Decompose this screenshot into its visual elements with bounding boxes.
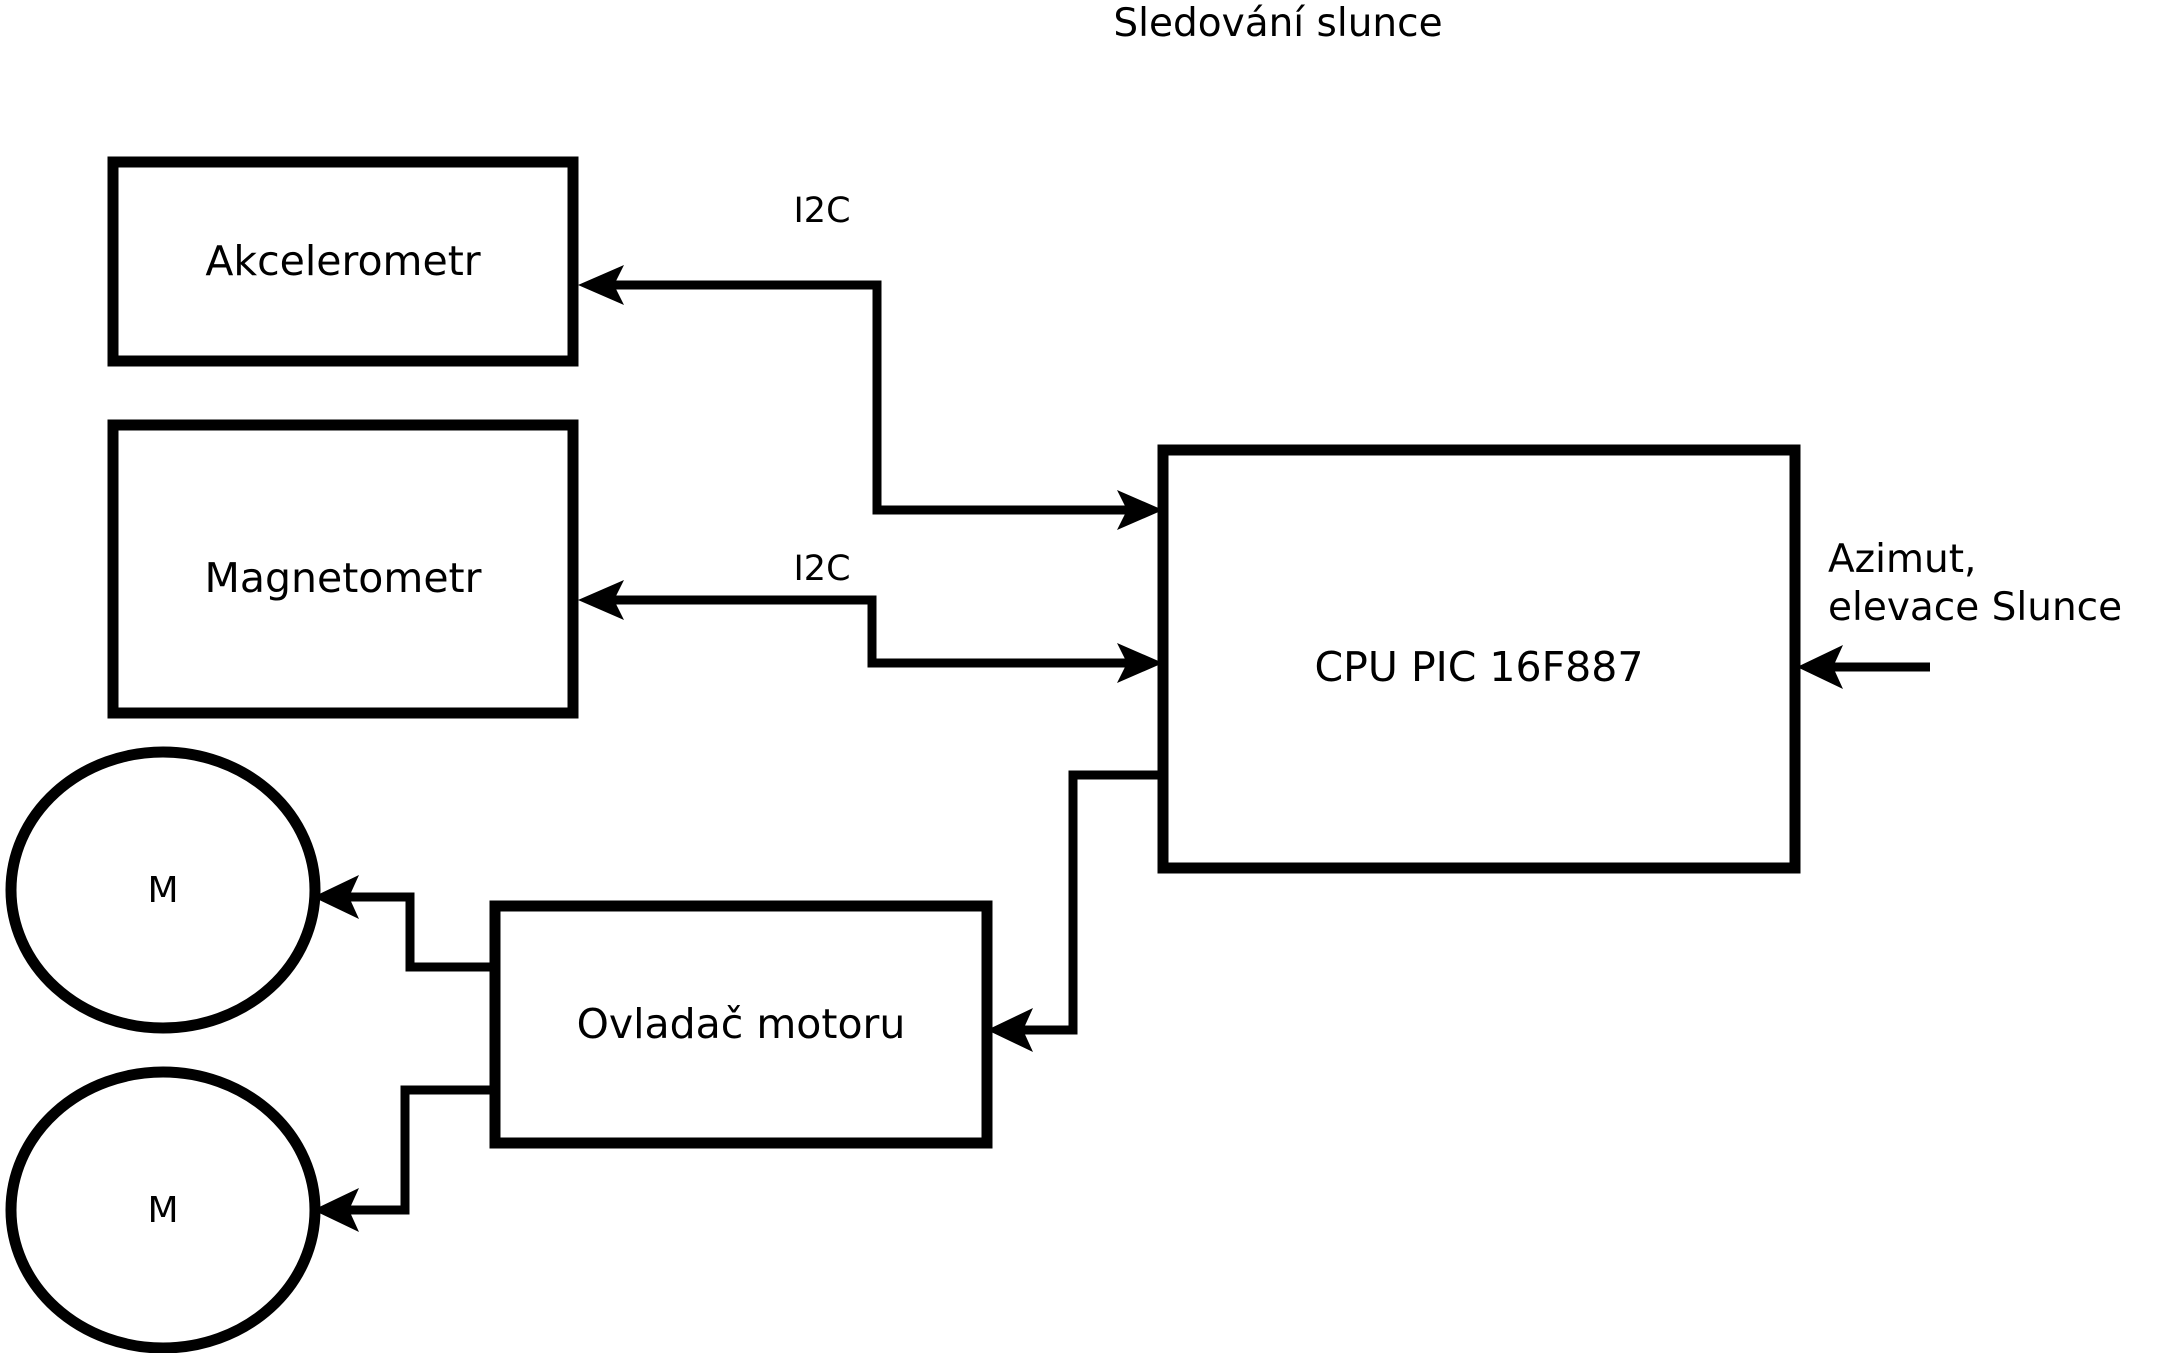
- wire-motor-driver-to-motor-1: [338, 892, 495, 972]
- node-cpu-label: CPU PIC 16F887: [1315, 643, 1644, 691]
- node-cpu[interactable]: [1157, 444, 1801, 874]
- arrowhead-magnetometer-in: [578, 580, 624, 620]
- wire-label-i2c-accelerometer: I2C: [793, 191, 850, 231]
- arrowhead-cpu-in-top: [1117, 490, 1163, 530]
- arrowhead-motor-driver-in: [987, 1008, 1033, 1052]
- node-accelerometer-label: Akcelerometr: [205, 237, 480, 285]
- node-accelerometer[interactable]: [107, 156, 579, 367]
- node-motor-driver[interactable]: [489, 900, 993, 1149]
- wire-motor-driver-to-motor-2: [338, 1085, 495, 1215]
- wire-i2c-accelerometer: [600, 280, 1140, 515]
- external-input-label-line2: elevace Slunce: [1828, 585, 2122, 630]
- arrowhead-motor-1-in: [313, 875, 359, 919]
- node-motor-driver-label: Ovladač motoru: [577, 1000, 906, 1048]
- arrowhead-cpu-in-bottom: [1117, 643, 1163, 683]
- arrowhead-motor-2-in: [313, 1188, 359, 1232]
- node-magnetometer[interactable]: [107, 419, 579, 719]
- arrowhead-cpu-sun-in: [1797, 645, 1843, 689]
- node-motor-1-label: M: [147, 870, 178, 911]
- wire-label-i2c-magnetometer: I2C: [793, 549, 850, 589]
- node-magnetometer-label: Magnetometr: [205, 554, 482, 602]
- wire-cpu-to-motor-driver: [1010, 770, 1163, 1035]
- arrowhead-accelerometer-in: [578, 265, 624, 305]
- node-motor-1[interactable]: [5, 746, 321, 1034]
- wire-i2c-magnetometer: [600, 595, 1140, 668]
- diagram-title: Sledování slunce: [1113, 1, 1442, 46]
- node-motor-2-label: M: [147, 1190, 178, 1231]
- external-input-label-line1: Azimut,: [1828, 537, 1976, 582]
